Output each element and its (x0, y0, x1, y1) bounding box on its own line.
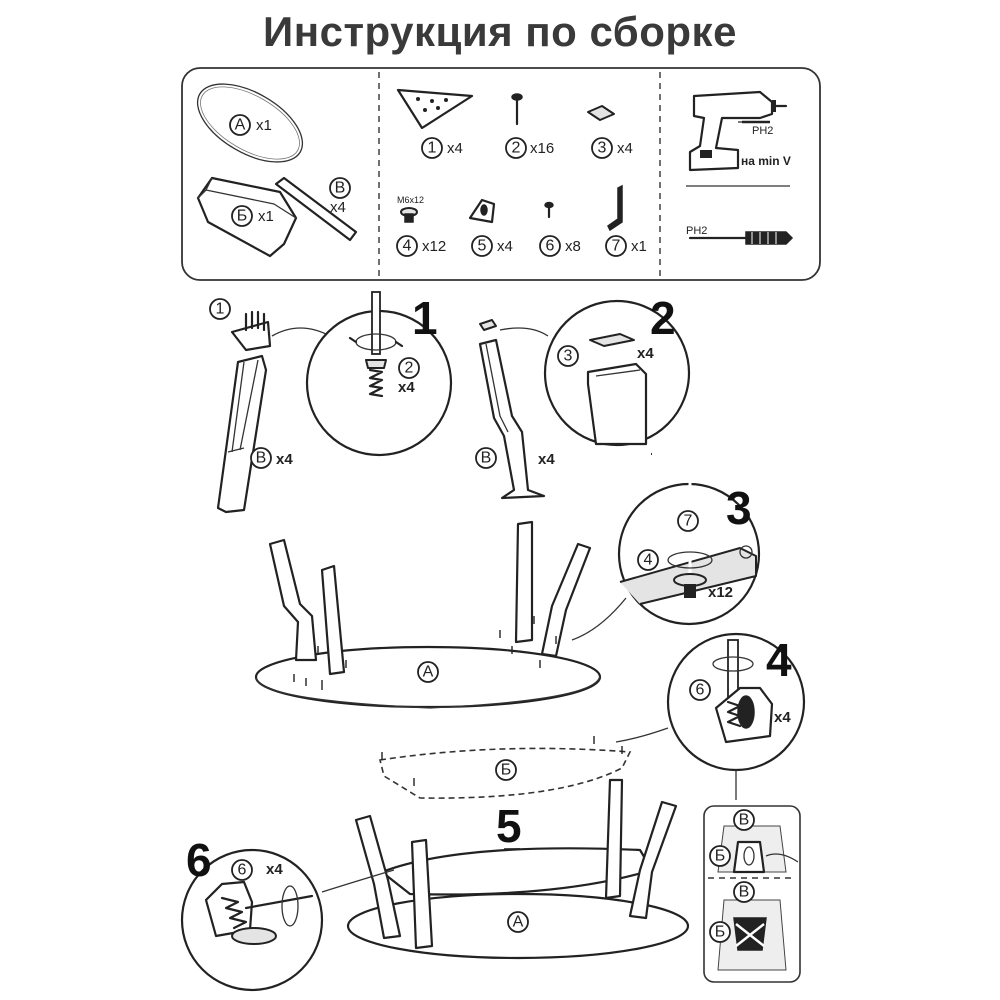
step-4-illustration: 6 x4 4 (615, 632, 806, 800)
shelf-b-placement: Б (379, 736, 632, 799)
step-2-item-count: x4 (637, 345, 654, 362)
hardware-3-number: 3 (598, 140, 607, 157)
step-6-number: 6 (186, 834, 212, 886)
step-4-screw-number: 6 (696, 682, 705, 699)
hardware-5-number: 5 (478, 238, 487, 255)
hardware-7-hex-key: 7 x1 (605, 184, 647, 257)
part-b-label-circle (231, 205, 253, 227)
part-a-glass-top: А x1 (196, 83, 304, 163)
step-2-illustration: В x4 3 x4 2 (475, 292, 691, 500)
part-b-shelf: Б x1 (196, 176, 298, 258)
hardware-3-count: x4 (617, 140, 633, 157)
step-5-number: 5 (496, 800, 522, 852)
detail-leg-letter-2: В (739, 884, 750, 901)
hardware-2-wood-screw: 2 x16 (505, 93, 554, 159)
step-1-illustration: 1 В x4 2 x4 1 (209, 291, 453, 514)
step-2-part-letter: В (481, 450, 492, 467)
part-b-count: x1 (258, 208, 274, 225)
step-2-part-count: x4 (538, 451, 555, 468)
hardware-6-count: x8 (565, 238, 581, 255)
hardware-6-small-screw: 6 x8 (539, 201, 581, 257)
step-5-shelf-letter: Б (501, 762, 512, 779)
part-v-count: x4 (330, 199, 346, 216)
step-3-bolt-count: x12 (708, 584, 733, 601)
hardware-1-mounting-plate: 1 x4 (396, 88, 474, 159)
step-1-item-number: 1 (216, 301, 225, 318)
drill-icon (688, 90, 788, 172)
screwdriver-bit-label: PH2 (686, 225, 707, 237)
hardware-4-bolt: M6x12 4 x12 (396, 195, 446, 257)
step-1-part-letter: В (256, 450, 267, 467)
clip-placement-detail: В Б В Б (703, 805, 801, 983)
step-3-number: 3 (726, 482, 752, 534)
step-6-count: x4 (266, 861, 283, 878)
step-1-screw-number: 2 (405, 360, 414, 377)
hardware-7-number: 7 (612, 238, 621, 255)
step-3-tool-number: 7 (684, 513, 693, 530)
drill-speed-note: на min V (741, 154, 791, 168)
step-3-bolt-number: 4 (644, 552, 653, 569)
tabletop-letter: А (423, 664, 434, 681)
hardware-5-shelf-clip: 5 x4 (468, 198, 513, 257)
drill-bit-label: PH2 (752, 125, 773, 137)
step-6-screw-number: 6 (238, 862, 247, 879)
hardware-1-count: x4 (447, 140, 463, 157)
step-5-tabletop-letter: А (513, 914, 524, 931)
detail-shelf-letter-2: Б (715, 924, 726, 941)
part-v-label-circle (329, 177, 351, 199)
part-v-letter: В (335, 180, 346, 197)
part-a-label-circle (229, 114, 251, 136)
hardware-2-count: x16 (530, 140, 554, 157)
hardware-6-number: 6 (546, 238, 555, 255)
step-1-number: 1 (412, 292, 438, 344)
step-4-number: 4 (766, 634, 792, 686)
step-6-illustration: 6 x4 6 (180, 834, 395, 992)
part-v-leg: В x4 (274, 176, 358, 242)
detail-leg-letter-1: В (739, 812, 750, 829)
hardware-4-size: M6x12 (397, 195, 424, 205)
hardware-2-number: 2 (512, 140, 521, 157)
part-a-letter: А (235, 117, 246, 134)
page-title: Инструкция по сборке (263, 8, 737, 55)
part-a-count: x1 (256, 117, 272, 134)
part-b-letter: Б (237, 208, 248, 225)
detail-shelf-letter-1: Б (715, 848, 726, 865)
step-1-part-count: x4 (276, 451, 293, 468)
hardware-7-count: x1 (631, 238, 647, 255)
tabletop-assembly: А (254, 520, 602, 709)
step-4-count: x4 (774, 709, 791, 726)
step-5-illustration: 5 А (346, 778, 690, 960)
screwdriver-icon (688, 231, 794, 245)
hardware-5-count: x4 (497, 238, 513, 255)
step-1-screw-count: x4 (398, 379, 415, 396)
hardware-4-count: x12 (422, 238, 446, 255)
hardware-3-felt-pad: 3 x4 (587, 105, 633, 159)
hardware-1-number: 1 (428, 140, 437, 157)
hardware-4-number: 4 (403, 238, 412, 255)
step-2-number: 2 (650, 292, 676, 344)
incorrect-cross-icon (735, 923, 765, 947)
step-3-illustration: 7 4 x12 3 (571, 452, 761, 641)
step-2-item-number: 3 (564, 348, 573, 365)
